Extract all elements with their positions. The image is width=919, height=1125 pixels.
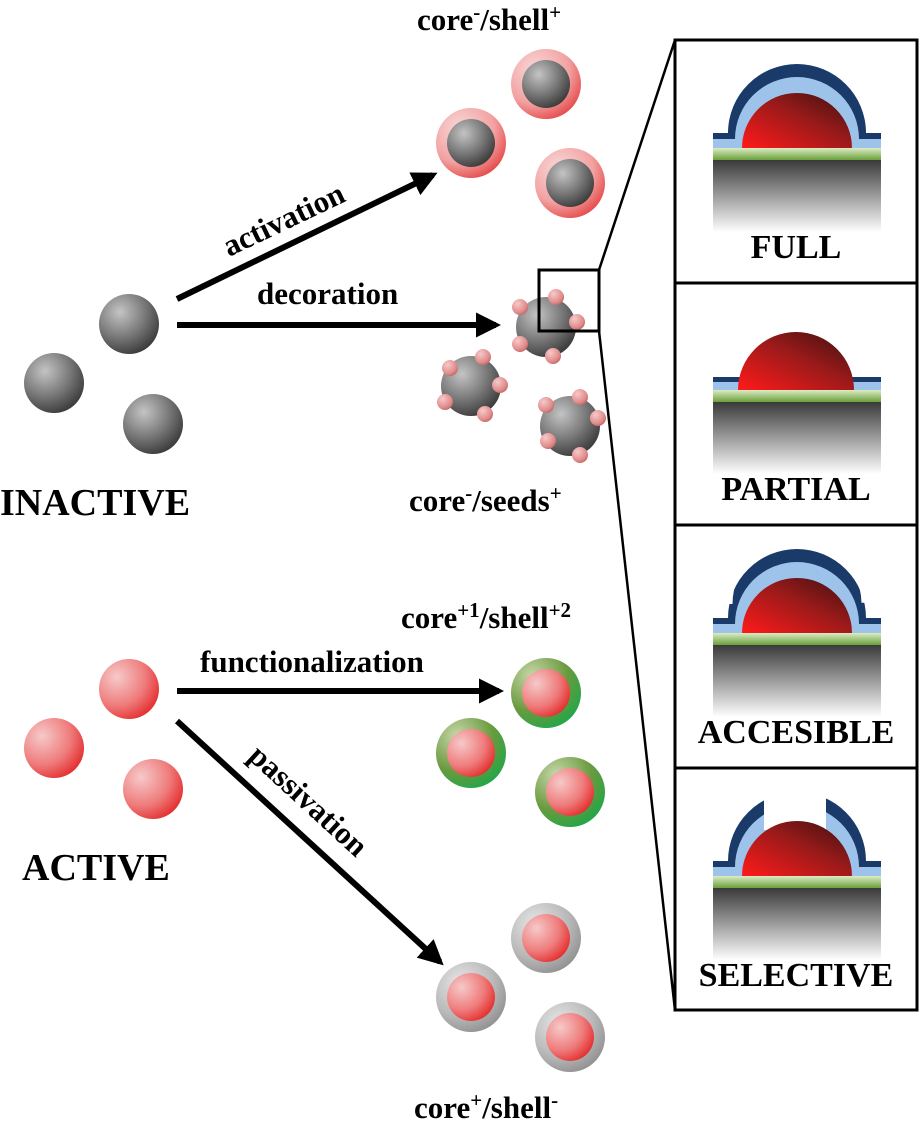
red-core [522,914,570,962]
red-dome [742,578,852,633]
inactive-label: INACTIVE [0,482,190,524]
red-core [546,768,594,816]
active-label: ACTIVE [22,847,170,889]
core-shell-plus2-label: core+1/shell+2 [401,598,571,635]
red-core [522,669,570,717]
core-shell-plus-label: core-/shell+ [417,0,561,37]
green-layer [713,390,881,402]
green-layer [713,876,881,888]
red-core [447,729,495,777]
zoom-line-top [597,39,677,271]
inactive-particle [24,353,84,413]
seeded-particle [538,389,606,463]
panel-full: FULL [713,64,881,266]
core-shell-grey-particles [436,903,605,1072]
zoom-line-bottom [597,330,677,1011]
seeded-particle [437,349,508,422]
grey-core [546,159,594,207]
active-particle [24,718,84,778]
passivation-arrow [174,718,444,966]
functionalization-label: functionalization [200,644,424,679]
panel-selective-label: SELECTIVE [699,957,894,994]
core-shell-pink-particles [436,49,605,218]
decoration-label: decoration [257,276,398,311]
panel-partial: PARTIAL [713,332,881,508]
core-seeds-label: core-/seeds+ [409,481,562,518]
substrate [713,888,881,960]
red-dome [742,93,852,148]
red-dome [742,821,852,876]
green-layer [713,148,881,160]
zoom-box [537,268,601,333]
panel-partial-label: PARTIAL [721,471,870,508]
active-particles [24,659,183,819]
grey-core [522,60,570,108]
red-dome [738,332,854,390]
pore-dashes [729,536,865,605]
red-core [447,973,495,1021]
inactive-particles [24,294,183,454]
core-shell-green-particles [436,658,605,827]
reaction-arrows [174,172,505,966]
panel-selective: SELECTIVE [699,790,894,994]
inactive-particle [123,394,183,454]
substrate [713,402,881,474]
inactive-particle [99,294,159,354]
active-particle [123,759,183,819]
substrate [713,160,881,232]
coating-panels: FULL PARTIAL ACCESIBLE [673,38,919,1012]
active-particle [99,659,159,719]
substrate [713,645,881,717]
green-layer [713,633,881,645]
seeded-particles [437,289,606,463]
activation-arrow [175,172,438,302]
panel-accesible: ACCESIBLE [698,536,895,751]
panel-full-label: FULL [751,229,842,266]
red-core [546,1013,594,1061]
panel-accesible-label: ACCESIBLE [698,714,895,751]
grey-core [447,119,495,167]
seeded-particle [512,289,585,364]
core-shell-minus-label: core+/shell- [414,1088,558,1120]
